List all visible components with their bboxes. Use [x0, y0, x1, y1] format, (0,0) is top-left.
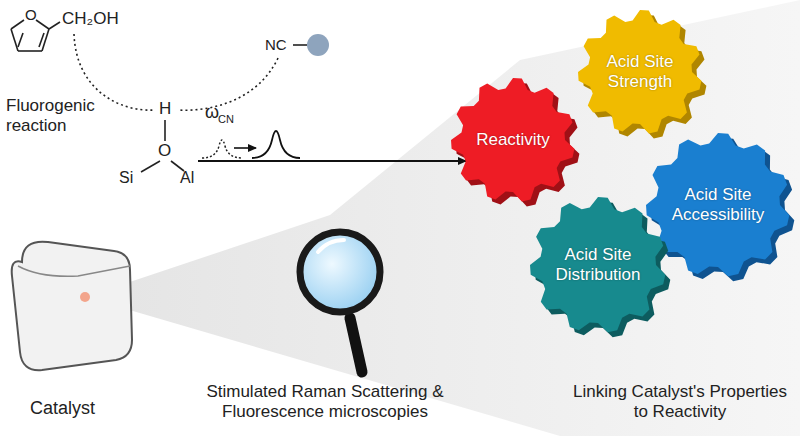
- gear-label: Reactivity: [473, 130, 554, 150]
- atom-label: O: [158, 141, 171, 161]
- gear-face: [578, 10, 701, 133]
- conclusion-label: Linking Catalyst's Properties to Reactiv…: [566, 382, 794, 421]
- frequency-axis: [198, 160, 466, 162]
- gear-face: [451, 78, 574, 201]
- probed-spot: [80, 292, 90, 302]
- frequency-subscript: CN: [218, 113, 234, 126]
- gear: Acid Site Distribution: [522, 189, 674, 341]
- hydrogen-bond: [178, 58, 278, 110]
- atom-label: Al: [180, 169, 194, 187]
- bond: [141, 161, 160, 172]
- furan-ring: [11, 20, 60, 51]
- group-label: CH₂OH: [62, 9, 119, 29]
- catalyst-edge: [18, 266, 130, 276]
- lens-glint: [318, 240, 344, 252]
- dotted-peak: [202, 140, 242, 158]
- gear-face: [646, 133, 789, 276]
- atom-label: H: [159, 99, 171, 119]
- bond: [164, 120, 166, 141]
- catalyst-particle: [12, 242, 132, 371]
- gear-label: Acid Site Strength: [600, 52, 681, 91]
- magnifier-handle: [350, 318, 362, 372]
- atom-label: Si: [119, 169, 133, 187]
- bond: [293, 44, 307, 46]
- catalyst-label: Catalyst: [30, 398, 95, 419]
- gear-label: Acid Site Accessibility: [670, 185, 766, 224]
- gear: Reactivity: [443, 70, 583, 210]
- reaction-label: Fluorogenic reaction: [6, 96, 111, 135]
- solid-peak: [252, 131, 300, 158]
- atom-label: NC: [265, 36, 287, 53]
- probe-molecule: [307, 34, 329, 56]
- gear-face: [530, 197, 665, 332]
- gear-label: Acid Site Distribution: [553, 245, 643, 284]
- gear: Acid Site Strength: [570, 2, 710, 142]
- gear: Acid Site Accessibility: [638, 125, 798, 285]
- shift-arrow: [234, 147, 256, 149]
- frequency-symbol: ω: [205, 102, 219, 123]
- method-label: Stimulated Raman Scattering & Fluorescen…: [200, 382, 450, 421]
- magnifier-lens: [300, 232, 380, 312]
- atom-label: O: [25, 6, 37, 23]
- magnified-region: [85, 0, 800, 436]
